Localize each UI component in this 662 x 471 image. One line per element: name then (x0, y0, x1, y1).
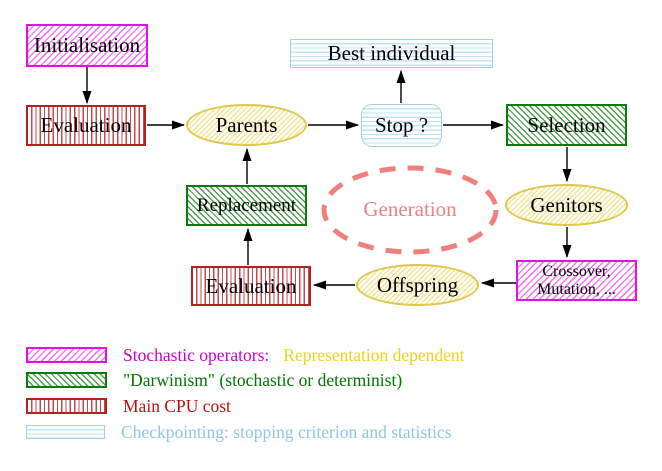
legend-label-cpu-cost: Main CPU cost (123, 395, 231, 416)
legend-row-cpu-cost: Main CPU cost (26, 395, 231, 416)
node-selection: Selection (506, 104, 627, 146)
node-best-individual: Best individual (290, 39, 493, 68)
node-evaluation-top: Evaluation (26, 105, 146, 146)
legend-label-darwinism: "Darwinism" (stochastic or determinist) (123, 369, 403, 390)
ellipse-offspring: Offspring (356, 264, 479, 306)
crossover-line1: Crossover, (542, 262, 611, 280)
generation-label: Generation (363, 196, 457, 221)
node-evaluation-bottom: Evaluation (191, 266, 311, 306)
legend-row-checkpointing: Checkpointing: stopping criterion and st… (26, 421, 452, 442)
crossover-line2: Mutation, ... (537, 280, 616, 298)
legend-row-stochastic: Stochastic operators: Representation dep… (26, 344, 465, 365)
stochastic-operators-swatch (26, 347, 107, 363)
checkpointing-swatch (26, 425, 105, 439)
legend-label-representation: Representation dependent (283, 344, 465, 365)
node-initialisation: Initialisation (26, 24, 148, 67)
legend-row-darwinism: "Darwinism" (stochastic or determinist) (26, 369, 403, 390)
darwinism-swatch (26, 372, 107, 388)
node-stop: Stop ? (361, 104, 442, 147)
generation-dashed-ellipse (321, 165, 499, 255)
node-crossover-mutation: Crossover, Mutation, ... (516, 260, 637, 301)
ellipse-genitors: Genitors (505, 184, 628, 226)
ellipse-parents: Parents (186, 104, 307, 146)
cpu-cost-swatch (26, 398, 107, 414)
node-replacement: Replacement (186, 185, 307, 226)
legend-label-stochastic: Stochastic operators: (123, 344, 270, 365)
legend-label-checkpointing: Checkpointing: stopping criterion and st… (121, 421, 452, 442)
